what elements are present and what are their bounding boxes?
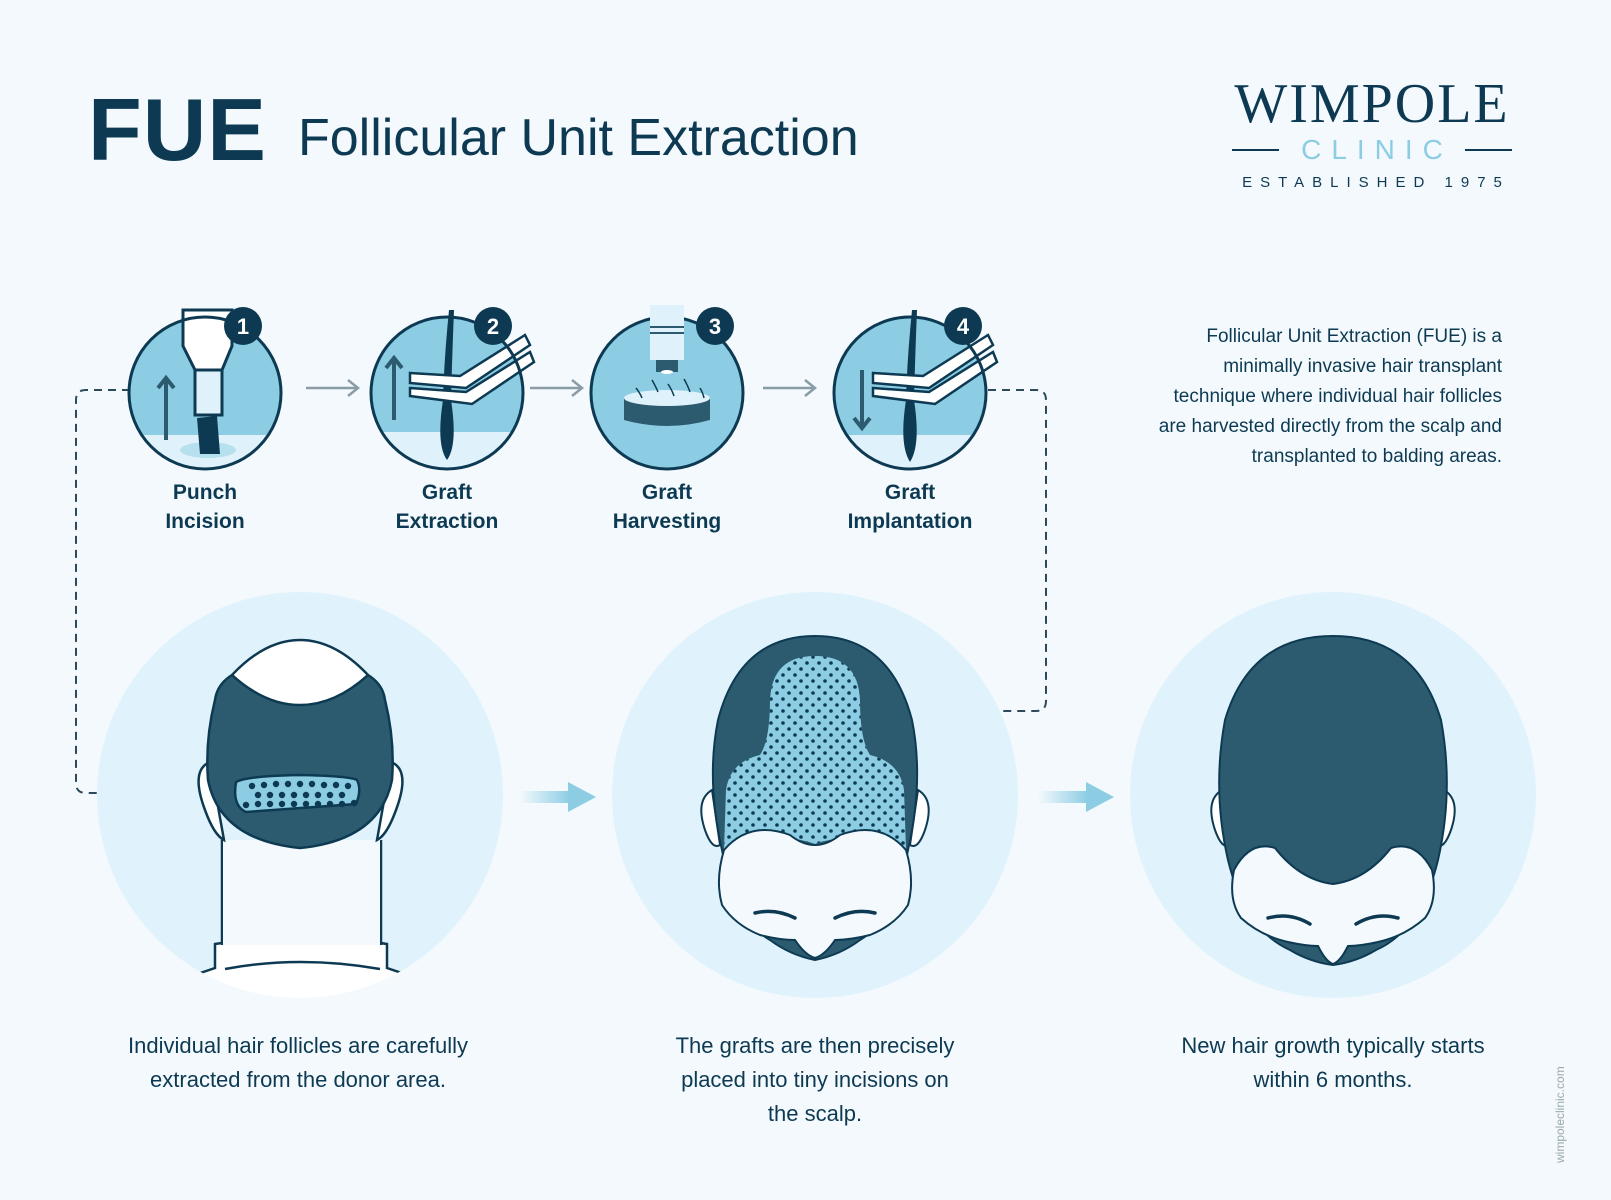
- step-1-label: Punch Incision: [105, 478, 305, 536]
- logo-divider-right: [1464, 149, 1512, 151]
- dashed-connector-left: [75, 389, 236, 794]
- punch-tool-icon: 1: [127, 307, 283, 471]
- step-3-label: Graft Harvesting: [567, 478, 767, 536]
- transition-arrow-1: [520, 782, 596, 812]
- tweezers-extract-icon: 2: [369, 307, 536, 471]
- head-top-grafts-illustration: [612, 592, 1018, 998]
- stage-2-caption: The grafts are then precisely placed int…: [675, 1033, 955, 1126]
- website-url: wimpoleclinic.com: [1553, 1066, 1567, 1163]
- step-1-line1: Punch: [172, 481, 238, 504]
- dashed-connector-right: [875, 389, 1047, 712]
- logo-tagline: ESTABLISHED 1975: [1242, 174, 1510, 191]
- title-abbreviation: FUE: [88, 80, 267, 179]
- tweezers-implant-icon: 4: [832, 307, 999, 471]
- head-back-donor-illustration: [97, 592, 503, 998]
- step-4-line1: Graft: [884, 481, 936, 504]
- step-3-line2: Harvesting: [612, 510, 722, 533]
- step-4-line2: Implantation: [847, 510, 973, 533]
- microscope-icon: 3: [589, 305, 745, 471]
- stage-3-caption: New hair growth typically starts within …: [1181, 1033, 1485, 1092]
- logo-divider-left: [1232, 149, 1280, 151]
- step-1-line2: Incision: [165, 510, 245, 533]
- step-2-label: Graft Extraction: [347, 478, 547, 536]
- step-arrows: [306, 379, 818, 397]
- logo-name: WIMPOLE: [1234, 73, 1510, 135]
- logo-subname: CLINIC: [1301, 134, 1453, 165]
- step-4-label: Graft Implantation: [810, 478, 1010, 536]
- head-top-full-growth-illustration: [1130, 592, 1536, 998]
- title-full: Follicular Unit Extraction: [298, 109, 859, 167]
- step-2-line1: Graft: [421, 481, 473, 504]
- svg-text:3: 3: [709, 314, 721, 339]
- clinic-logo: WIMPOLE CLINIC ESTABLISHED 1975: [1232, 76, 1512, 191]
- transition-arrow-2: [1038, 782, 1114, 812]
- svg-text:1: 1: [237, 314, 249, 339]
- intro-paragraph: Follicular Unit Extraction (FUE) is a mi…: [1158, 326, 1502, 467]
- svg-text:4: 4: [957, 314, 970, 339]
- svg-text:2: 2: [487, 314, 499, 339]
- step-3-line1: Graft: [641, 481, 693, 504]
- step-2-line2: Extraction: [395, 510, 499, 533]
- stage-1-caption: Individual hair follicles are carefully …: [128, 1033, 468, 1092]
- logo-subrow: CLINIC: [1232, 136, 1512, 164]
